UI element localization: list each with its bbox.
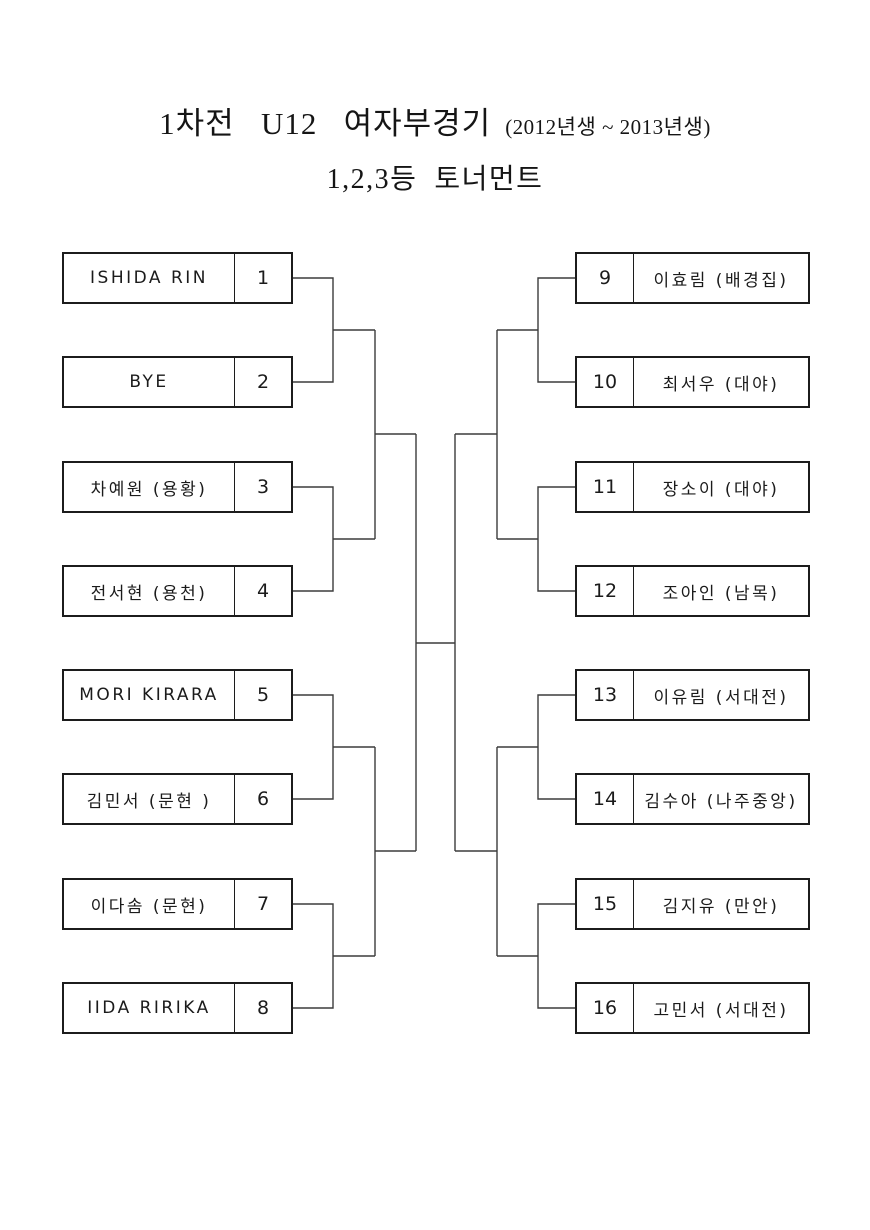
seed-number: 14 bbox=[577, 775, 634, 823]
seed-number: 11 bbox=[577, 463, 634, 511]
player-name: 이다솜 (문현) bbox=[90, 896, 208, 917]
seed-number: 3 bbox=[234, 463, 291, 511]
bracket-entry-seed-15: 15 김지유 (만안) bbox=[575, 878, 810, 930]
bracket-entry-seed-5: MORI KIRARA 5 bbox=[62, 669, 293, 721]
player-name: 전서현 (용천) bbox=[90, 583, 208, 604]
seed-number: 10 bbox=[577, 358, 634, 406]
seed-number: 7 bbox=[234, 880, 291, 928]
bracket-entry-seed-4: 전서현 (용천) 4 bbox=[62, 565, 293, 617]
right-bracket-lines bbox=[454, 277, 577, 1009]
bracket-entry-seed-12: 12 조아인 (남목) bbox=[575, 565, 810, 617]
bracket-entry-seed-7: 이다솜 (문현) 7 bbox=[62, 878, 293, 930]
player-name: 김지유 (만안) bbox=[662, 896, 780, 917]
title-main-text: 1차전 U12 여자부경기 bbox=[159, 106, 492, 141]
bracket-entry-seed-2: BYE 2 bbox=[62, 356, 293, 408]
bracket-entry-seed-3: 차예원 (용황) 3 bbox=[62, 461, 293, 513]
player-name: IIDA RIRIKA bbox=[87, 998, 211, 1018]
seed-number: 1 bbox=[234, 254, 291, 302]
seed-number: 9 bbox=[577, 254, 634, 302]
seed-number: 6 bbox=[234, 775, 291, 823]
player-name: MORI KIRARA bbox=[79, 685, 219, 705]
seed-number: 12 bbox=[577, 567, 634, 615]
bracket-entry-seed-13: 13 이유림 (서대전) bbox=[575, 669, 810, 721]
player-name: 최서우 (대야) bbox=[662, 374, 780, 395]
player-name: 김수아 (나주중앙) bbox=[644, 791, 798, 812]
bracket-entry-seed-1: ISHIDA RIN 1 bbox=[62, 252, 293, 304]
seed-number: 8 bbox=[234, 984, 291, 1032]
player-name: 장소이 (대야) bbox=[662, 479, 780, 500]
title-line-1: 1차전 U12 여자부경기 (2012년생 ~ 2013년생) bbox=[0, 98, 870, 143]
seed-number: 2 bbox=[234, 358, 291, 406]
title-birthyear-note: (2012년생 ~ 2013년생) bbox=[505, 115, 711, 139]
player-name: 이효림 (배경집) bbox=[653, 270, 789, 291]
bracket-entry-seed-6: 김민서 (문현 ) 6 bbox=[62, 773, 293, 825]
player-name: 김민서 (문현 ) bbox=[86, 791, 212, 812]
player-name: 고민서 (서대전) bbox=[653, 1000, 789, 1021]
seed-number: 5 bbox=[234, 671, 291, 719]
bracket-entry-seed-11: 11 장소이 (대야) bbox=[575, 461, 810, 513]
left-bracket-lines bbox=[293, 277, 417, 1009]
seed-number: 15 bbox=[577, 880, 634, 928]
bracket-entry-seed-8: IIDA RIRIKA 8 bbox=[62, 982, 293, 1034]
player-name: 이유림 (서대전) bbox=[653, 687, 789, 708]
bracket-entry-seed-10: 10 최서우 (대야) bbox=[575, 356, 810, 408]
bracket-entry-seed-14: 14 김수아 (나주중앙) bbox=[575, 773, 810, 825]
tournament-title: 1차전 U12 여자부경기 (2012년생 ~ 2013년생) 1,2,3등 토너… bbox=[0, 98, 870, 197]
player-name: 차예원 (용황) bbox=[90, 479, 208, 500]
seed-number: 16 bbox=[577, 984, 634, 1032]
seed-number: 4 bbox=[234, 567, 291, 615]
title-line-2: 1,2,3등 토너먼트 bbox=[326, 164, 544, 195]
player-name: 조아인 (남목) bbox=[662, 583, 780, 604]
player-name: BYE bbox=[129, 372, 169, 392]
bracket-entry-seed-9: 9 이효림 (배경집) bbox=[575, 252, 810, 304]
bracket-entry-seed-16: 16 고민서 (서대전) bbox=[575, 982, 810, 1034]
player-name: ISHIDA RIN bbox=[90, 268, 208, 288]
seed-number: 13 bbox=[577, 671, 634, 719]
